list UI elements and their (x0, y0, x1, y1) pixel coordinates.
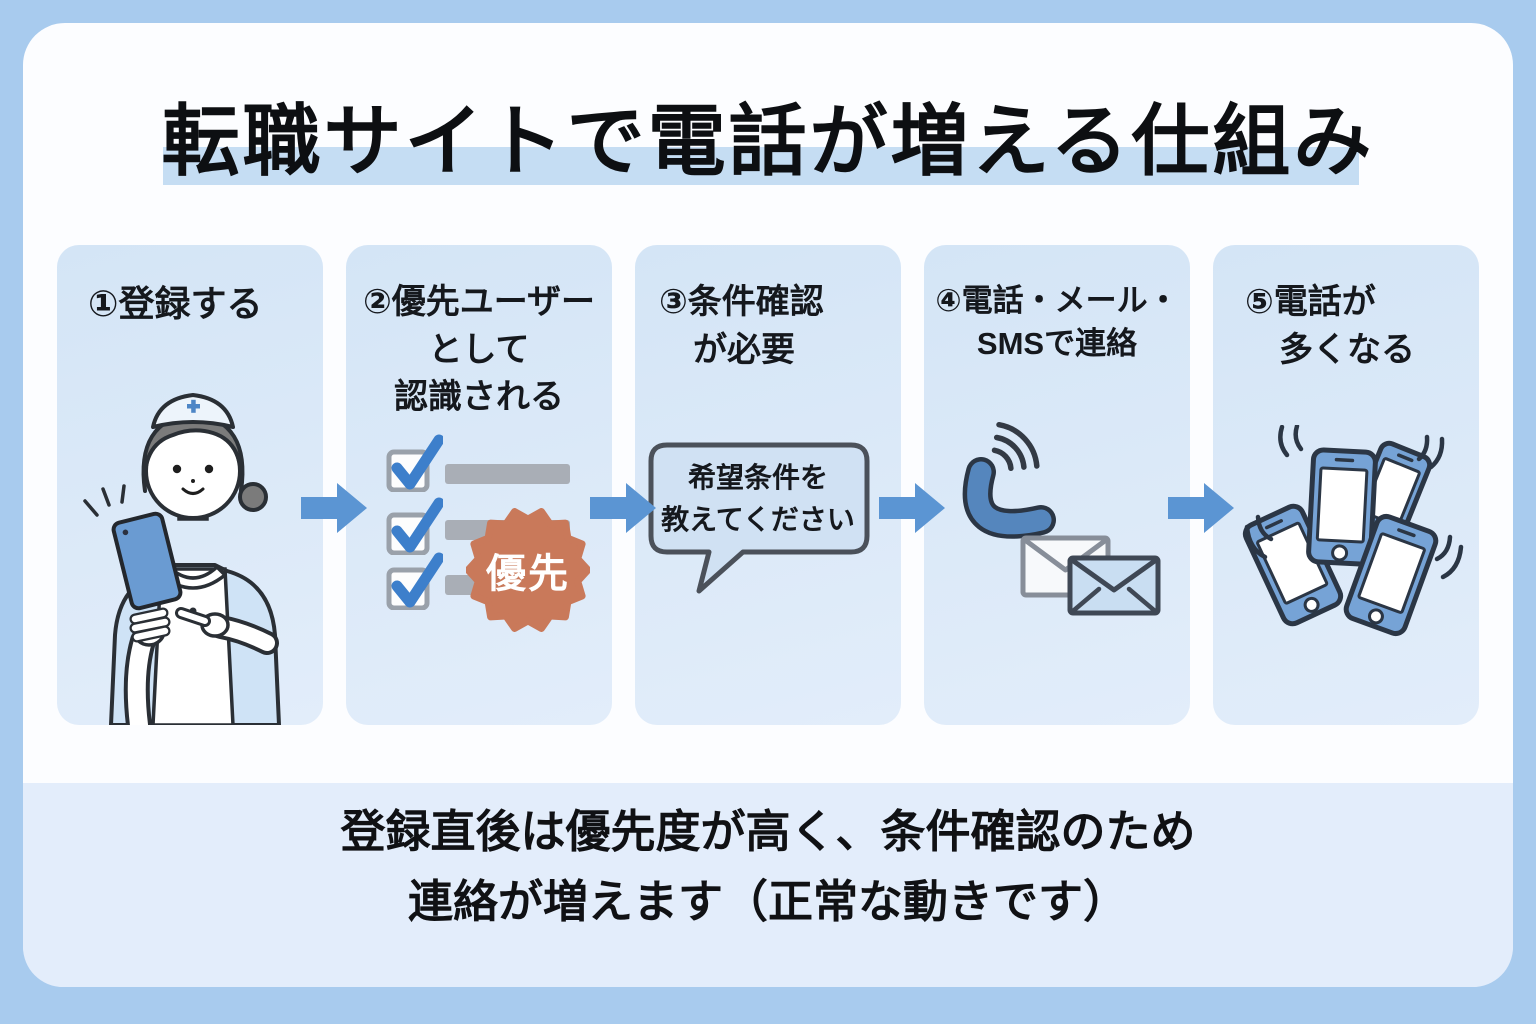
step-5-heading: ⑤電話が 多くなる (1245, 283, 1415, 369)
title-highlight-bar (163, 147, 1359, 185)
step-4-heading: ④電話・メール・ SMSで連絡 (935, 283, 1179, 362)
step-card-2: ②優先ユーザー として 認識される 優先 (346, 245, 612, 725)
list-line (445, 464, 570, 484)
step-3-heading: ③条件確認 が必要 (659, 283, 824, 369)
step-card-4: ④電話・メール・ SMSで連絡 (924, 245, 1190, 725)
smartphone-icon (111, 511, 183, 611)
ringing-phones-illustration (1242, 425, 1464, 637)
priority-badge-label: 優先 (486, 552, 570, 596)
sound-waves-icon (991, 421, 1040, 472)
checkbox-icon (386, 497, 443, 555)
vibration-lines-icon (1244, 425, 1464, 580)
smartphone-icon (1343, 513, 1439, 637)
right-arrow-icon (590, 483, 656, 533)
step-card-5: ⑤電話が 多くなる (1213, 245, 1479, 725)
speech-bubble-icon (648, 442, 870, 594)
right-arrow-icon (1168, 483, 1234, 533)
step-1-heading: ①登録する (88, 283, 263, 324)
checkbox-icon (386, 434, 443, 492)
phone-and-mail-illustration (962, 421, 1161, 616)
footer-strip: 登録直後は優先度が高く、条件確認のため 連絡が増えます（正常な動きです） (23, 783, 1513, 987)
right-arrow-icon (301, 483, 367, 533)
step-2-heading: ②優先ユーザー として 認識される (362, 283, 596, 417)
nurse-illustration (83, 393, 281, 725)
checkbox-icon (386, 552, 443, 610)
step-card-1: ①登録する (57, 245, 323, 725)
envelope-icon (1067, 555, 1161, 616)
right-arrow-icon (879, 483, 945, 533)
step-card-3: ③条件確認 が必要 希望条件を 教えてください (635, 245, 901, 725)
hair-bun (238, 482, 268, 512)
sparkle-lines-icon (83, 484, 126, 517)
starburst-seal-icon (464, 508, 592, 632)
priority-badge: 優先 (464, 508, 592, 632)
phone-handset-icon (962, 457, 1056, 539)
info-panel: 転職サイトで電話が増える仕組み ①登録する (23, 23, 1513, 987)
footer-note: 登録直後は優先度が高く、条件確認のため 連絡が増えます（正常な動きです） (340, 806, 1196, 927)
speech-bubble-text: 希望条件を 教えてください (661, 462, 855, 535)
page-title: 転職サイトで電話が増える仕組み (161, 97, 1375, 185)
smartphone-icon (1306, 447, 1378, 567)
